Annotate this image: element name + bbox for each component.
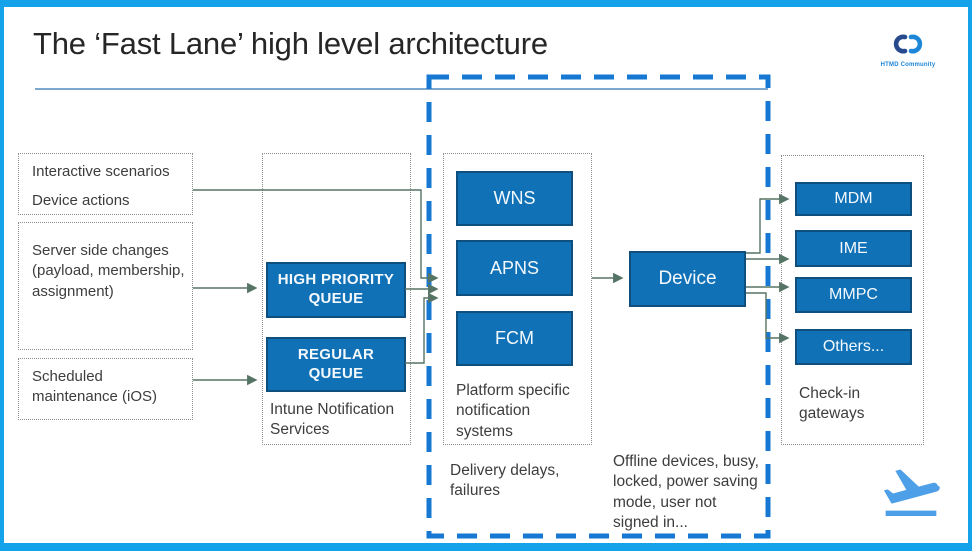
delivery-delays-note: Delivery delays, failures (450, 462, 560, 500)
source-box-server-side-changes: Server side changes (payload, membership… (18, 222, 193, 350)
fcm-box: FCM (456, 311, 573, 366)
source-line-device-actions: Device actions (32, 192, 130, 210)
regular-queue-box: REGULAR QUEUE (266, 337, 406, 392)
mdm-box: MDM (795, 182, 912, 216)
source-box-interactive-scenarios: Interactive scenarios Device actions (18, 153, 193, 215)
others-box: Others... (795, 329, 912, 365)
wns-box: WNS (456, 171, 573, 226)
checkin-gateways-label: Check-in gateways (799, 385, 865, 423)
ime-box: IME (795, 230, 912, 267)
mmpc-box: MMPC (795, 277, 912, 313)
source-box-scheduled-maintenance: Scheduled maintenance (iOS) (18, 358, 193, 420)
high-priority-queue-box: HIGH PRIORITY QUEUE (266, 262, 406, 318)
htmd-logo: HTMD Community (880, 32, 936, 68)
device-box: Device (629, 251, 746, 307)
apns-box: APNS (456, 240, 573, 296)
offline-devices-note: Offline devices, busy, locked, power sav… (613, 453, 759, 532)
htmd-logo-icon (893, 34, 923, 54)
airplane-takeoff-icon (883, 469, 940, 516)
intune-services-label: Intune Notification Services (270, 401, 395, 439)
source-line-interactive-scenarios: Interactive scenarios (32, 163, 170, 180)
page-title: The ‘Fast Lane’ high level architecture (33, 26, 548, 61)
htmd-logo-caption: HTMD Community (880, 62, 936, 68)
platform-systems-label: Platform specific notification systems (456, 382, 570, 440)
